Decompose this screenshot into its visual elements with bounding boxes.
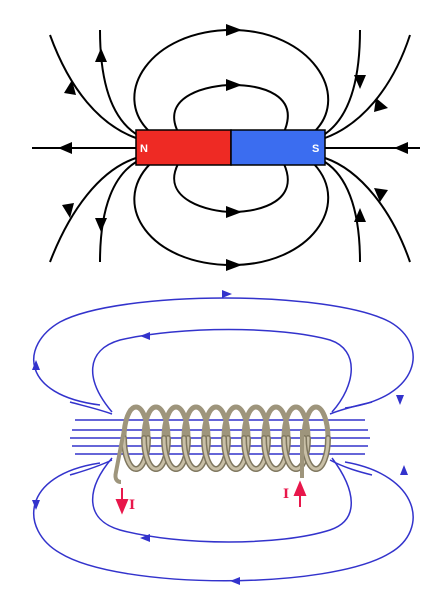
arrow-top-outer xyxy=(226,24,242,36)
field-line-n-down-1 xyxy=(99,161,137,263)
arrow-n-up-2 xyxy=(64,80,76,95)
solenoid-arrow-bottom-outer xyxy=(230,577,240,585)
coil-turn-front xyxy=(302,436,330,471)
solenoid-arrow-left-top xyxy=(32,360,40,370)
solenoid-fan-right-2 xyxy=(329,459,373,476)
arrow-n-up-1 xyxy=(95,48,107,62)
north-pole-label: N xyxy=(140,143,148,155)
arrow-s-up-1 xyxy=(354,75,366,89)
solenoid-diagram: I I xyxy=(32,290,414,585)
solenoid-arrows xyxy=(32,290,408,585)
solenoid-loop-top-inner xyxy=(91,328,352,413)
current-arrows: I I xyxy=(115,480,307,515)
field-line-s-down-2 xyxy=(324,157,411,263)
arrow-s-down-1 xyxy=(354,208,366,222)
bar-magnet-arrows xyxy=(58,24,408,271)
field-line-n-up-1 xyxy=(99,29,137,135)
arrow-s-up-2 xyxy=(374,98,388,112)
arrow-axis-right xyxy=(394,142,408,154)
current-arrow-out xyxy=(293,480,307,507)
field-line-bottom-inner xyxy=(173,163,289,214)
solenoid-arrow-bottom-inner xyxy=(140,534,150,542)
arrow-bottom-outer xyxy=(226,259,242,271)
field-line-n-down-2 xyxy=(49,157,137,263)
arrow-bottom-inner xyxy=(226,206,242,218)
bar-magnet: N S xyxy=(135,129,326,166)
field-line-s-up-2 xyxy=(324,34,411,139)
solenoid-arrow-top-inner xyxy=(140,332,150,340)
solenoid-fan-left-1 xyxy=(69,401,113,415)
solenoid-loop-top-outer xyxy=(33,297,414,409)
arrow-top-inner xyxy=(226,79,242,91)
solenoid-arrow-right-bottom xyxy=(400,465,408,475)
magnet-north-half xyxy=(135,129,232,166)
field-line-n-up-2 xyxy=(49,34,137,139)
arrow-s-down-2 xyxy=(374,188,388,202)
magnet-south-half xyxy=(230,129,326,166)
solenoid-arrow-left-bottom xyxy=(32,500,40,510)
arrow-n-down-2 xyxy=(62,203,74,218)
solenoid-leads xyxy=(113,429,304,484)
lead-left xyxy=(113,429,126,484)
solenoid-loop-bottom-inner xyxy=(91,457,352,543)
south-pole-label: S xyxy=(312,143,319,155)
solenoid-coil xyxy=(121,404,331,472)
solenoid-arrow-top-outer xyxy=(222,290,232,298)
field-line-s-down-1 xyxy=(324,161,361,263)
current-label-in: I xyxy=(129,498,135,513)
solenoid-arrow-right-top xyxy=(396,395,404,405)
coil-turn-back xyxy=(301,404,331,441)
field-line-s-up-1 xyxy=(324,29,361,135)
solenoid-loop-bottom-outer xyxy=(33,461,414,582)
bar-magnet-diagram: N S xyxy=(32,24,420,271)
solenoid-fan-right-1 xyxy=(329,401,373,415)
arrow-n-down-1 xyxy=(95,218,107,232)
solenoid-field-lines xyxy=(33,297,414,582)
solenoid-fan-left-2 xyxy=(69,459,113,476)
arrow-axis-left xyxy=(58,142,72,154)
field-line-top-inner xyxy=(173,83,289,133)
current-arrow-in xyxy=(115,488,129,515)
current-label-out: I xyxy=(283,487,289,502)
